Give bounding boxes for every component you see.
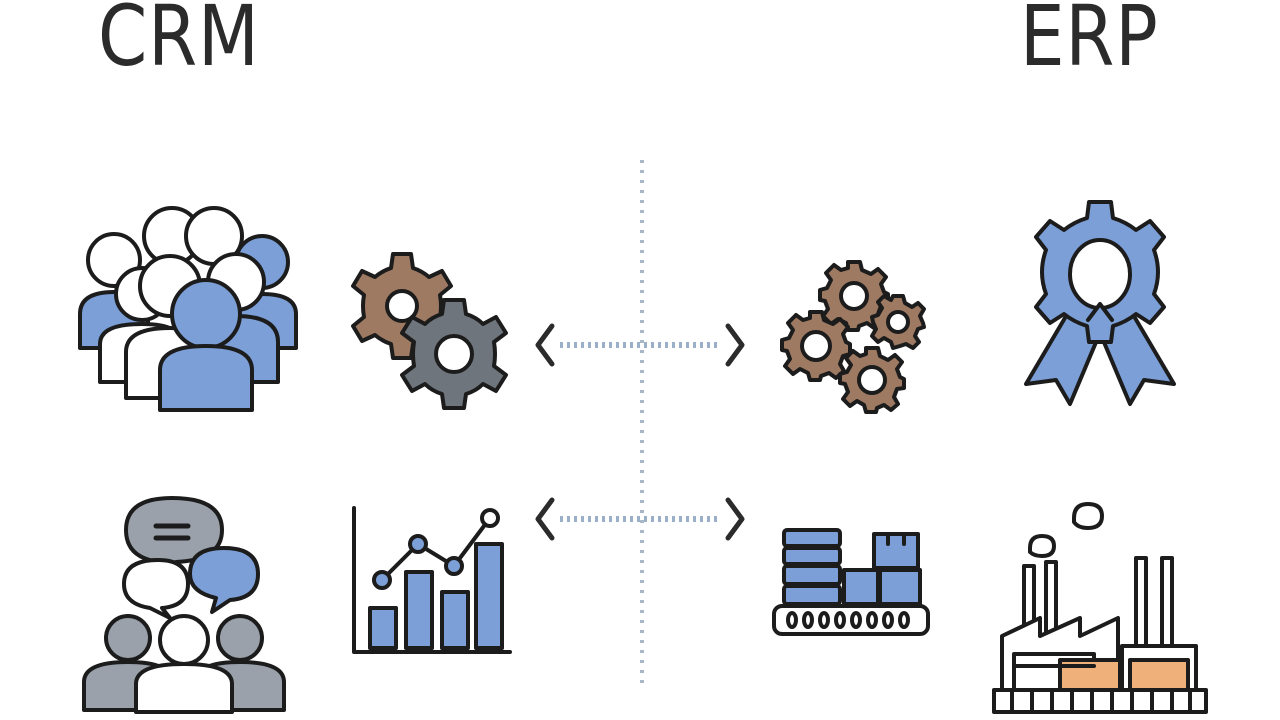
factory-icon [992,502,1208,714]
bottom-connector [535,497,745,541]
gear-ribbon-award-icon [1024,200,1176,406]
chevron-left-icon [535,497,555,541]
top-connector [535,323,745,367]
chevron-left-icon [535,323,555,367]
chat-group-icon [82,496,286,714]
gears-icon [351,252,508,410]
erp-title: ERP [1020,0,1159,85]
people-group-icon [78,206,298,412]
crm-title: CRM [98,0,260,85]
chevron-right-icon [725,323,745,367]
bar-line-chart-icon [352,506,512,654]
chevron-right-icon [725,497,745,541]
center-divider [640,160,644,690]
boxes-conveyor-icon [772,528,930,636]
gear-cluster-icon [780,260,926,414]
